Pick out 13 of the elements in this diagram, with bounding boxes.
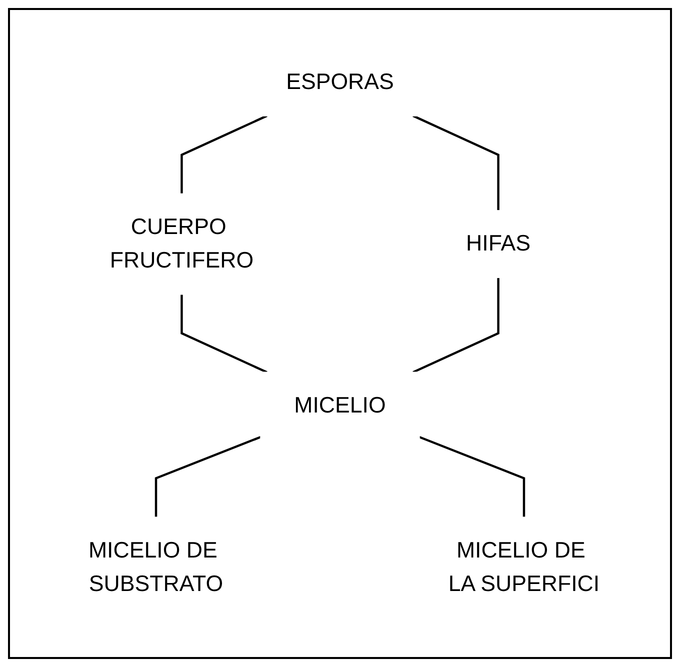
connector [180, 294, 268, 374]
node-text: MICELIO [294, 394, 386, 418]
connector [154, 436, 262, 518]
node-text: HIFAS [466, 232, 531, 257]
connector [180, 115, 268, 194]
connector [418, 436, 526, 518]
node-text: CUERPO FRUCTIFERO [110, 215, 254, 274]
node-text: MICELIO DE SUBSTRATO [88, 538, 224, 597]
connector [412, 278, 500, 374]
diagram-frame: ESPORAS CUERPO FRUCTIFERO HIFAS MICELIO MICELIO DE SUBSTRATO MICELIO DE LA SUPERFICI [8, 8, 672, 659]
node-text: ESPORAS [286, 70, 394, 95]
node-text: MICELIO DE LA SUPERFICI [448, 538, 600, 597]
connector [412, 115, 500, 211]
